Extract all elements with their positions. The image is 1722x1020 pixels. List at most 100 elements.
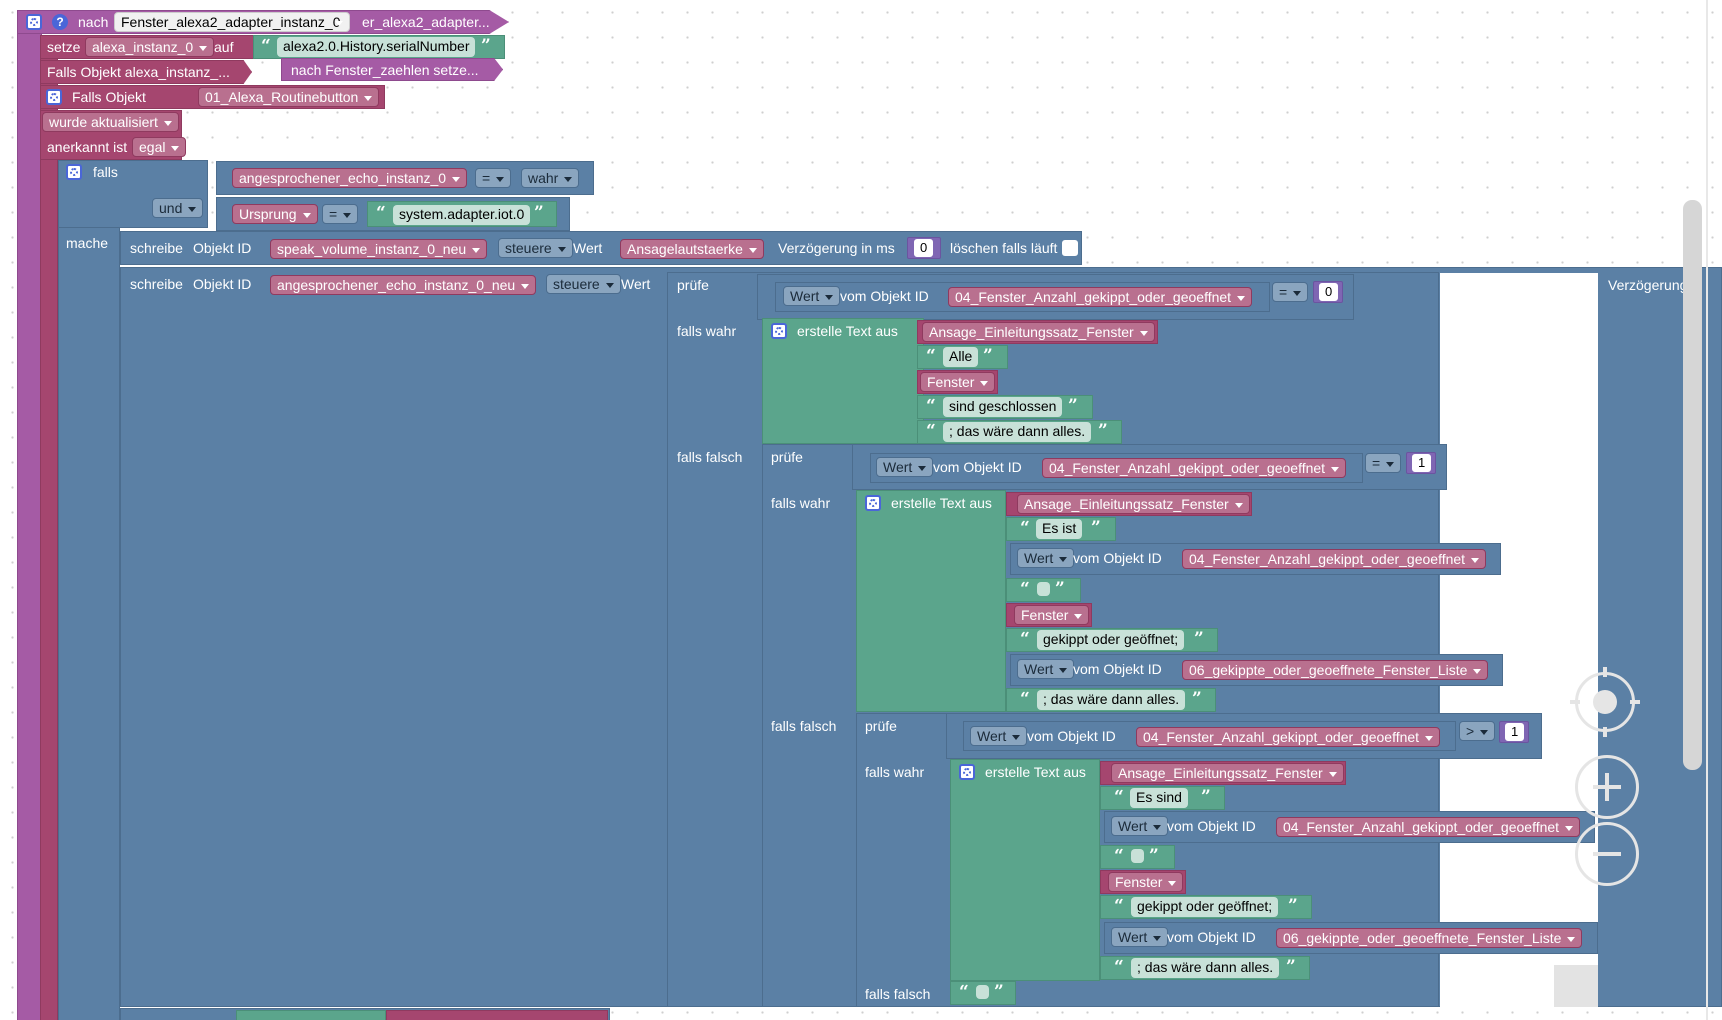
text-join-label-t2: erstelle Text aus — [891, 495, 992, 511]
if-block[interactable] — [58, 160, 120, 1020]
condition-right-1[interactable]: wahr — [521, 168, 580, 188]
text-value-t1-2[interactable]: sind geschlossen — [943, 397, 1063, 417]
delay-input-1[interactable]: 0 — [913, 238, 935, 258]
next-text-join[interactable] — [236, 1010, 386, 1020]
text-join-label-t3: erstelle Text aus — [985, 764, 1086, 780]
trash-area[interactable] — [1554, 965, 1598, 1007]
object-dropdown-t3-a[interactable]: 04_Fenster_Anzahl_gekippt_oder_geoeffnet — [1276, 817, 1581, 837]
wert-dropdown-t3-b[interactable]: Wert — [1111, 927, 1169, 947]
text-value-t3-2[interactable]: gekippt oder geöffnet; — [1131, 897, 1279, 917]
ack-dropdown[interactable]: egal — [132, 137, 187, 157]
quote-icon: “ — [1114, 957, 1124, 977]
condition-op-1[interactable]: = — [475, 168, 512, 188]
condition-right-2[interactable]: system.adapter.iot.0 — [393, 205, 531, 225]
quote-icon: “ — [926, 396, 936, 416]
object-dropdown-t3[interactable]: 04_Fenster_Anzahl_gekippt_oder_geoeffnet — [1136, 727, 1441, 747]
check-label-3: prüfe — [865, 718, 897, 734]
value-t3[interactable]: 1 — [1504, 722, 1526, 742]
value-t1[interactable]: 0 — [1318, 282, 1340, 302]
object-dropdown-t2-a[interactable]: 04_Fenster_Anzahl_gekippt_oder_geoeffnet — [1182, 549, 1487, 569]
quote-icon: “ — [926, 421, 936, 441]
wert-dropdown-t2[interactable]: Wert — [876, 457, 934, 477]
collapsed-trigger-block[interactable] — [40, 60, 252, 84]
condition-left-2[interactable]: Ursprung — [232, 204, 318, 224]
value-t2[interactable]: 1 — [1411, 453, 1433, 473]
procedure-name-field[interactable]: Fenster_alexa2_adapter_instanz_0 — [114, 12, 350, 32]
text-value-t3-3[interactable]: ; das wäre dann alles. — [1131, 958, 1280, 978]
write-object-1[interactable]: speak_volume_instanz_0_neu — [270, 239, 488, 259]
object-id-label-2: Objekt ID — [193, 276, 252, 292]
check-label-2: prüfe — [771, 449, 803, 465]
gear-icon[interactable] — [26, 14, 42, 30]
collapsed-call-block[interactable] — [281, 58, 503, 81]
condition-op-2[interactable]: = — [322, 204, 359, 224]
condition-left-1[interactable]: angesprochener_echo_instanz_0 — [232, 168, 468, 188]
empty-text-value-t3[interactable] — [1131, 849, 1144, 863]
intro-dropdown-t2[interactable]: Ansage_Einleitungssatz_Fenster — [1017, 494, 1250, 514]
write-object-2[interactable]: angesprochener_echo_instanz_0_neu — [270, 275, 537, 295]
write-mode-2[interactable]: steuere — [546, 274, 621, 294]
write-value-1[interactable]: Ansagelautstaerke — [620, 239, 764, 259]
object-dropdown-t2[interactable]: 04_Fenster_Anzahl_gekippt_oder_geoeffnet — [1042, 458, 1347, 478]
next-intro-var[interactable] — [386, 1010, 608, 1020]
text-join-label-t1: erstelle Text aus — [797, 323, 898, 339]
clear-checkbox-1[interactable] — [1062, 240, 1078, 256]
procedure-block[interactable] — [17, 10, 42, 1020]
quote-icon: “ — [1020, 629, 1030, 649]
var-dropdown-t2[interactable]: Fenster — [1014, 605, 1090, 625]
help-icon[interactable]: ? — [52, 14, 68, 30]
var-dropdown-t1[interactable]: Fenster — [920, 372, 996, 392]
op-dropdown-t1[interactable]: = — [1272, 282, 1309, 302]
recenter-icon[interactable] — [1570, 667, 1640, 737]
false-label-t1: falls falsch — [677, 449, 743, 465]
serial-text-value[interactable]: alexa2.0.History.serialNumber — [277, 37, 476, 57]
object-id-label-1: Objekt ID — [193, 240, 252, 256]
op-dropdown-t2[interactable]: = — [1365, 453, 1402, 473]
write-mode-1[interactable]: steuere — [498, 238, 573, 258]
object-dropdown-t3-b[interactable]: 06_gekippte_oder_geoeffnete_Fenster_List… — [1276, 928, 1583, 948]
empty-text-false-value-t3[interactable] — [976, 985, 989, 999]
variable-dropdown[interactable]: alexa_instanz_0 — [85, 37, 215, 57]
gear-icon[interactable] — [771, 323, 787, 339]
text-value-t3-1[interactable]: Es sind — [1130, 788, 1188, 808]
collapsed-call-label: nach Fenster_zaehlen setze... — [291, 62, 479, 78]
text-value-t2-2[interactable]: gekippt oder geöffnet; — [1037, 630, 1185, 650]
from-object-label-t3-b: vom Objekt ID — [1167, 929, 1256, 945]
text-join-block-t1[interactable] — [762, 318, 924, 444]
zoom-out-icon[interactable] — [1575, 822, 1639, 886]
wert-dropdown-t3-a[interactable]: Wert — [1111, 816, 1169, 836]
object-dropdown-t2-b[interactable]: 06_gekippte_oder_geoeffnete_Fenster_List… — [1182, 660, 1489, 680]
text-value-t2-1[interactable]: Es ist — [1036, 519, 1083, 539]
intro-dropdown-t1[interactable]: Ansage_Einleitungssatz_Fenster — [922, 322, 1155, 342]
wert-dropdown-t2-a[interactable]: Wert — [1017, 548, 1075, 568]
gear-icon[interactable] — [46, 89, 62, 105]
zoom-in-icon[interactable] — [1575, 755, 1639, 819]
quote-icon: ” — [1192, 689, 1202, 709]
vertical-scrollbar[interactable] — [1683, 200, 1702, 770]
procedure-prefix-label: nach — [78, 14, 109, 30]
empty-text-value-t2[interactable] — [1037, 582, 1050, 596]
object-dropdown-t1[interactable]: 04_Fenster_Anzahl_gekippt_oder_geoeffnet — [948, 287, 1253, 307]
trigger-object-dropdown[interactable]: 01_Alexa_Routinebutton — [198, 87, 380, 107]
from-object-label-t1: vom Objekt ID — [840, 288, 929, 304]
wert-dropdown-t2-b[interactable]: Wert — [1017, 659, 1075, 679]
text-value-t1-3[interactable]: ; das wäre dann alles. — [943, 422, 1092, 442]
gear-icon[interactable] — [66, 164, 82, 180]
do-label: mache — [66, 235, 109, 251]
wert-dropdown-t3[interactable]: Wert — [970, 726, 1028, 746]
text-value-t1-1[interactable]: Alle — [943, 347, 979, 367]
op-dropdown-t3[interactable]: > — [1459, 721, 1496, 741]
wert-dropdown-t1[interactable]: Wert — [783, 286, 841, 306]
gear-icon[interactable] — [959, 764, 975, 780]
trigger-label: Falls Objekt — [72, 89, 146, 105]
join-dropdown[interactable]: und — [152, 198, 204, 218]
text-join-block-t3[interactable] — [950, 759, 1100, 981]
text-join-block-t2[interactable] — [856, 490, 1006, 712]
text-value-t2-3[interactable]: ; das wäre dann alles. — [1037, 690, 1186, 710]
gear-icon[interactable] — [865, 495, 881, 511]
intro-dropdown-t3[interactable]: Ansage_Einleitungssatz_Fenster — [1111, 763, 1344, 783]
delay-label-1: Verzögerung in ms — [778, 240, 895, 256]
trigger-mode-dropdown[interactable]: wurde aktualisiert — [42, 112, 179, 132]
var-dropdown-t3[interactable]: Fenster — [1108, 872, 1184, 892]
